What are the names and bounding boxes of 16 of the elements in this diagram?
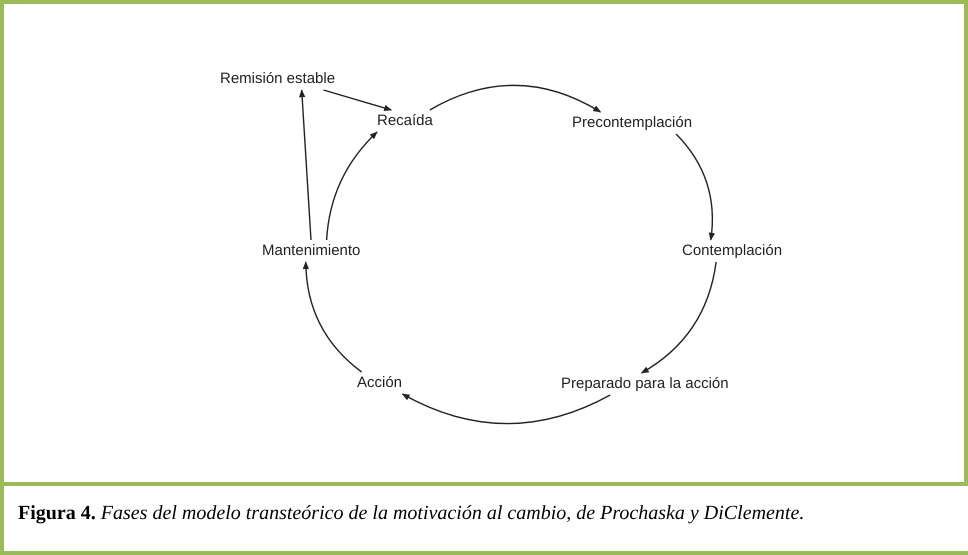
stage-label: Recaída xyxy=(374,110,436,132)
stage-label: Acción xyxy=(354,372,406,394)
arrow xyxy=(326,131,378,240)
arrow xyxy=(298,89,312,240)
arrow xyxy=(676,134,715,241)
arrow xyxy=(402,393,611,424)
arrow xyxy=(323,89,392,112)
arrow xyxy=(429,84,602,113)
arrow xyxy=(640,262,717,374)
stage-label: Contemplación xyxy=(679,240,786,262)
arrow xyxy=(302,261,362,373)
stage-label: Mantenimiento xyxy=(259,240,364,262)
stage-label: Remisión estable xyxy=(217,68,338,90)
figure-caption: Figura 4. Fases del modelo transteórico de la motivación al cambio, de Prochaska y DiClemente. xyxy=(18,501,806,526)
stage-label: Preparado para la acción xyxy=(558,373,732,395)
stage-label: Precontemplación xyxy=(569,112,696,134)
